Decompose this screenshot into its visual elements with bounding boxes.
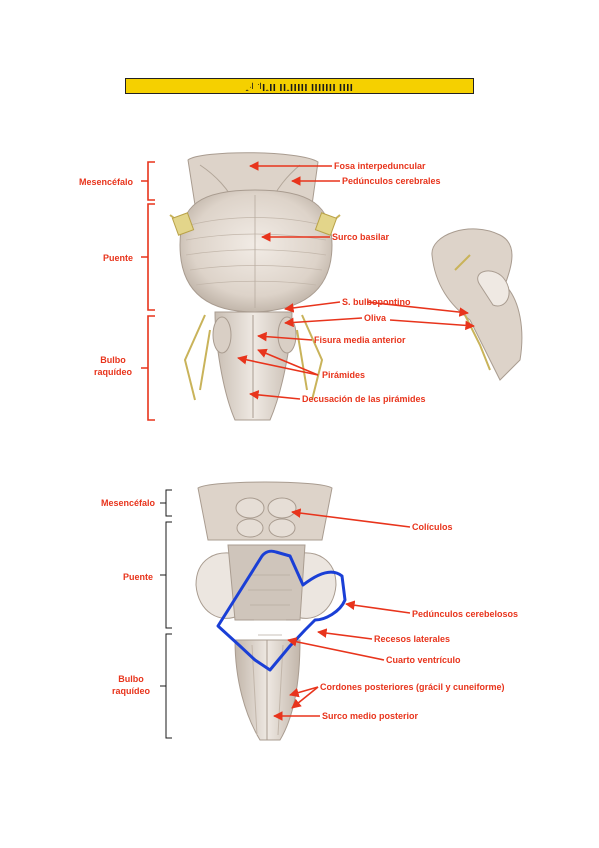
region-label-medulla-bottom-2: raquídeo	[112, 686, 151, 696]
posterior-view-figure: Mesencéfalo Puente Bulbo raquídeo Colícu…	[0, 470, 599, 760]
region-label-mesencephalon-bottom: Mesencéfalo	[101, 498, 156, 508]
region-label-medulla-2: raquídeo	[94, 367, 133, 377]
label-piramides: Pirámides	[322, 370, 365, 380]
label-decusacion-piramides: Decusación de las pirámides	[302, 394, 426, 404]
label-cordones-posteriores: Cordones posteriores (grácil y cuneiform…	[320, 682, 505, 692]
label-cuarto-ventriculo: Cuarto ventrículo	[386, 655, 461, 665]
title-banner: ꞈ꜋ ꜉ꞁꞈꞁꞁ ꞁꞁꞈꞁꞁꞁꞁꞁ ꞁꞁꞁꞁꞁꞁꞁ ꞁꞁꞁꞁ	[125, 78, 474, 94]
region-braces-top	[141, 161, 155, 421]
annotation-arrows-bottom	[273, 508, 411, 721]
label-oliva: Oliva	[364, 313, 387, 323]
anterior-view-figure: Mesencéfalo Puente Bulbo raquídeo Fosa i…	[0, 140, 599, 440]
label-pedunculos-cerebelosos: Pedúnculos cerebelosos	[412, 609, 518, 619]
region-label-mesencephalon: Mesencéfalo	[79, 177, 134, 187]
label-surco-bulbopontino: S. bulbopontino	[342, 297, 411, 307]
brainstem-posterior-illustration	[195, 481, 347, 741]
label-surco-basilar: Surco basilar	[332, 232, 390, 242]
region-braces-bottom	[160, 489, 172, 739]
region-label-pons: Puente	[103, 253, 133, 263]
anterior-view-diagram: Mesencéfalo Puente Bulbo raquídeo Fosa i…	[79, 152, 523, 421]
label-surco-medio-posterior: Surco medio posterior	[322, 711, 419, 721]
label-recesos-laterales: Recesos laterales	[374, 634, 450, 644]
region-label-medulla-bottom-1: Bulbo	[118, 674, 144, 684]
brainstem-anterior-illustration	[169, 152, 341, 421]
label-coliculos: Colículos	[412, 522, 453, 532]
title-text: ꞈ꜋ ꜉ꞁꞈꞁꞁ ꞁꞁꞈꞁꞁꞁꞁꞁ ꞁꞁꞁꞁꞁꞁꞁ ꞁꞁꞁꞁ	[245, 80, 354, 91]
label-pedunculos-cerebrales: Pedúnculos cerebrales	[342, 176, 441, 186]
label-fisura-media-anterior: Fisura media anterior	[314, 335, 406, 345]
region-label-medulla-1: Bulbo	[100, 355, 126, 365]
label-fosa-interpeduncular: Fosa interpeduncular	[334, 161, 426, 171]
region-label-pons-bottom: Puente	[123, 572, 153, 582]
annotation-arrows-top	[237, 161, 475, 400]
brainstem-lateral-illustration	[431, 228, 523, 381]
posterior-view-diagram: Mesencéfalo Puente Bulbo raquídeo Colícu…	[101, 481, 518, 741]
